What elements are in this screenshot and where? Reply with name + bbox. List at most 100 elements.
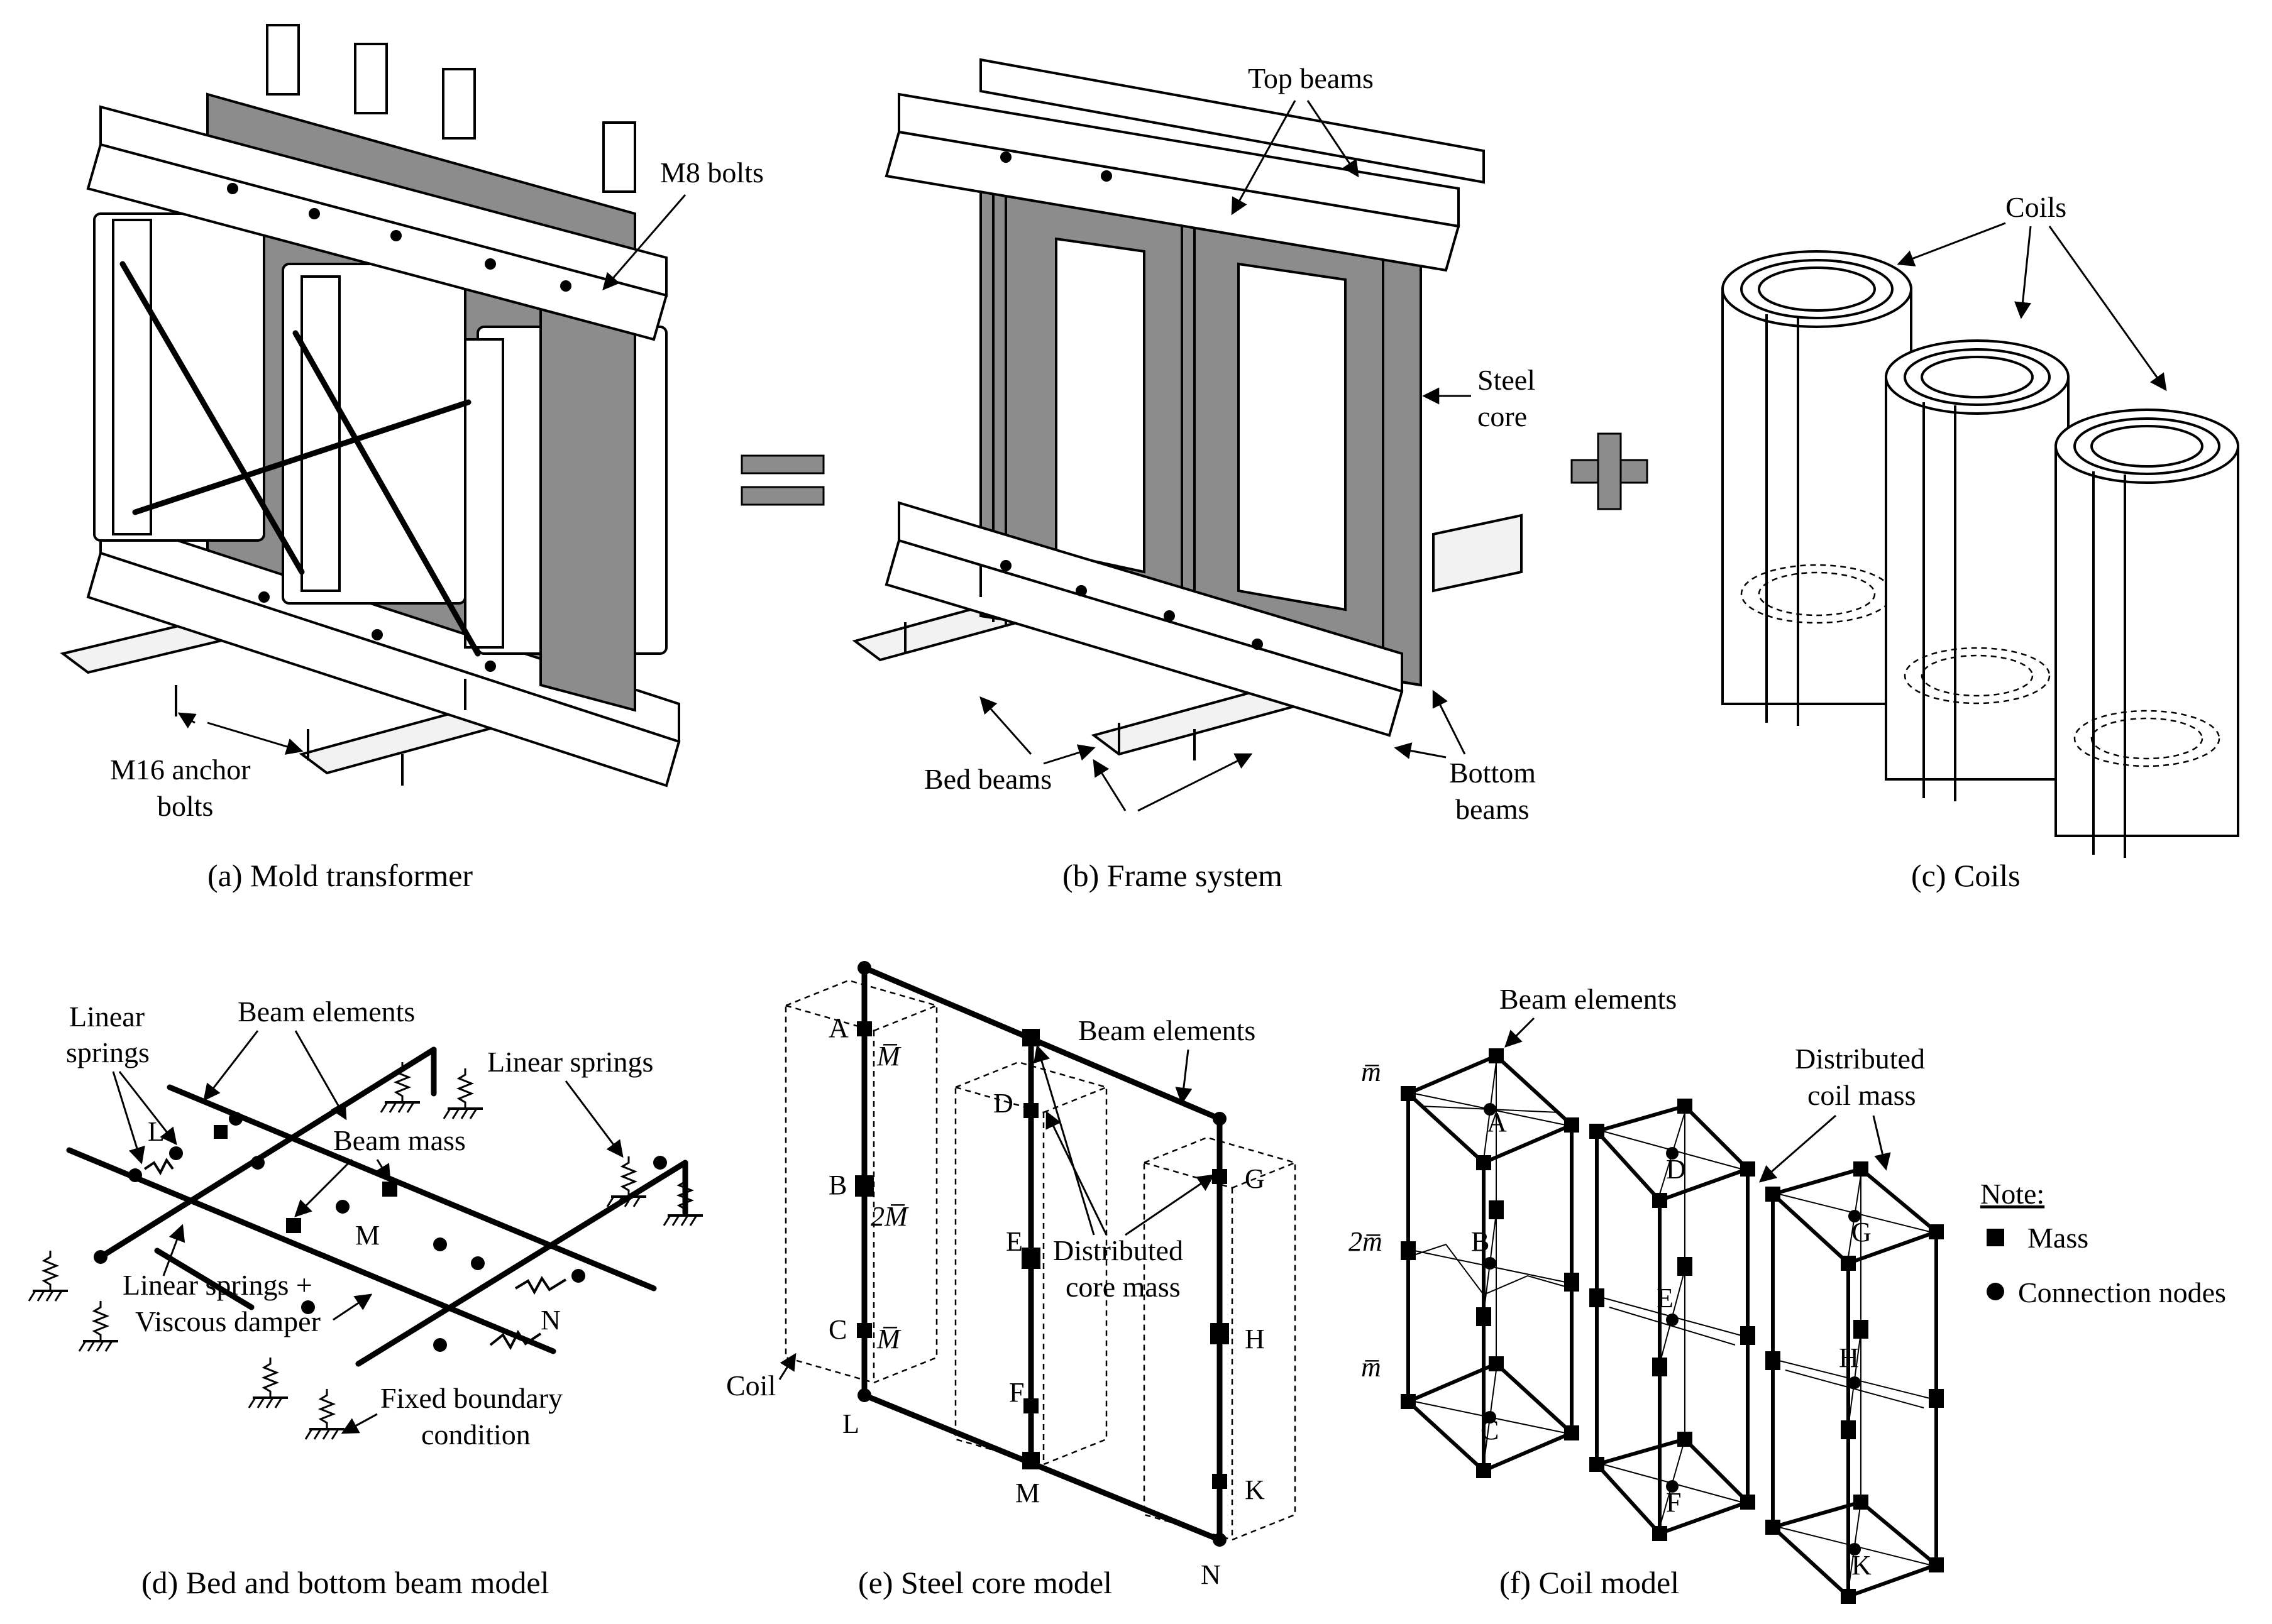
arrow-e-distributed-2 <box>1045 1111 1108 1236</box>
node-e-B: B <box>829 1170 847 1200</box>
label-d-linear-springs-right: Linear springs <box>487 1046 653 1078</box>
arrow-d-beam-mass-1 <box>294 1158 353 1217</box>
arrow-d-beam-elements-2 <box>294 1030 347 1121</box>
node-e-H: H <box>1245 1324 1265 1354</box>
label-d-linear-springs-left-1: Linear <box>69 1001 145 1033</box>
arrow-anchor-bolts-2 <box>207 721 304 755</box>
node-e-L: L <box>842 1408 859 1439</box>
node-d-L: L <box>148 1116 165 1147</box>
label-e-beam-elements: Beam elements <box>1078 1014 1255 1046</box>
mass-e-mid: 2M̅ <box>871 1201 909 1232</box>
arrow-coils-2 <box>2014 226 2032 319</box>
node-f-C: C <box>1481 1415 1499 1446</box>
label-d-springs-damper-1: Linear springs + <box>123 1269 312 1301</box>
node-d-M: M <box>355 1220 380 1251</box>
caption-f: (f) Coil model <box>1499 1565 1679 1600</box>
node-e-F: F <box>1009 1377 1024 1408</box>
node-d-N: N <box>541 1305 561 1336</box>
arrow-e-coil <box>778 1352 797 1380</box>
arrow-d-beam-elements-1 <box>203 1030 259 1102</box>
label-f-distributed-1: Distributed <box>1795 1043 1925 1075</box>
mass-f-mid: 2m̅ <box>1348 1226 1382 1257</box>
node-f-H: H <box>1839 1342 1859 1373</box>
mass-f-top: m̅ <box>1361 1056 1381 1087</box>
arrow-top-beams-1 <box>1231 100 1296 216</box>
node-e-G: G <box>1245 1163 1265 1194</box>
arrow-f-distributed-2 <box>1872 1115 1891 1171</box>
mass-e-top: M̅ <box>876 1041 902 1072</box>
panel-f-coil-model <box>1401 1048 1944 1604</box>
arrow-top-beams-2 <box>1306 100 1359 178</box>
node-e-C: C <box>829 1314 847 1345</box>
arrow-coils-3 <box>2048 226 2167 392</box>
arrow-d-beam-mass-2 <box>374 1159 391 1182</box>
label-bottom-beams-line2: beams <box>1455 793 1530 825</box>
arrow-coils-1 <box>1897 222 2006 266</box>
arrow-e-distributed-3 <box>1125 1174 1215 1236</box>
node-f-E: E <box>1657 1283 1674 1314</box>
equals-sign <box>741 454 825 506</box>
arrow-d-springs-damper-1 <box>162 1224 185 1276</box>
label-f-beam-elements: Beam elements <box>1499 983 1677 1015</box>
label-e-coil: Coil <box>726 1369 776 1402</box>
label-d-beam-elements: Beam elements <box>238 996 415 1028</box>
node-e-D: D <box>993 1088 1013 1119</box>
mass-e-bot: M̅ <box>876 1324 902 1354</box>
label-steel-core-line1: Steel <box>1477 364 1535 396</box>
node-f-G: G <box>1851 1217 1872 1248</box>
arrow-f-distributed-1 <box>1758 1114 1836 1183</box>
caption-b: (b) Frame system <box>1062 858 1282 893</box>
label-d-beam-mass: Beam mass <box>333 1124 466 1156</box>
label-d-linear-springs-left-2: springs <box>66 1036 150 1068</box>
arrow-d-linear-springs-right <box>565 1080 624 1158</box>
plus-sign <box>1570 432 1648 510</box>
arrow-bed-beams-4 <box>1137 753 1253 812</box>
node-f-A: A <box>1487 1107 1507 1138</box>
label-top-beams: Top beams <box>1248 62 1374 94</box>
panel-e-core-model <box>785 961 1296 1547</box>
label-d-fixed-boundary-2: condition <box>421 1418 531 1451</box>
legend-title: Note: <box>1980 1178 2044 1210</box>
node-e-K: K <box>1245 1474 1265 1505</box>
panel-c-coils <box>1721 250 2239 858</box>
node-f-D: D <box>1666 1154 1686 1185</box>
label-d-fixed-boundary-1: Fixed boundary <box>380 1382 563 1414</box>
arrow-d-linear-springs-left-1 <box>112 1071 145 1165</box>
arrow-bed-beams-2 <box>1043 744 1096 765</box>
node-f-B: B <box>1471 1226 1489 1257</box>
arrow-e-beam-elements <box>1175 1049 1193 1105</box>
arrow-anchor-bolts-1 <box>177 712 197 729</box>
legend-connection-label: Connection nodes <box>2018 1276 2226 1309</box>
label-m16-anchor-bolts-line1: M16 anchor <box>110 754 251 786</box>
label-steel-core-line2: core <box>1477 400 1527 432</box>
label-bottom-beams-line1: Bottom <box>1449 757 1536 789</box>
node-e-E: E <box>1006 1226 1023 1257</box>
label-m8-bolts: M8 bolts <box>660 156 764 189</box>
node-e-M: M <box>1015 1478 1040 1508</box>
legend-mass-icon <box>1987 1229 2004 1246</box>
node-e-N: N <box>1201 1559 1221 1590</box>
arrow-f-beam-elements <box>1504 1017 1535 1048</box>
arrow-e-distributed-1 <box>1034 1045 1095 1236</box>
arrow-bed-beams-1 <box>979 696 1032 755</box>
caption-d: (d) Bed and bottom beam model <box>141 1565 549 1600</box>
arrow-d-linear-springs-left-2 <box>118 1071 177 1146</box>
label-bed-beams: Bed beams <box>924 763 1052 795</box>
legend-connection-icon <box>1987 1283 2004 1300</box>
arrow-m8-bolts <box>602 194 687 291</box>
arrow-d-springs-damper-2 <box>333 1293 373 1321</box>
caption-a: (a) Mold transformer <box>207 858 473 893</box>
panel-d-beam-model <box>28 1046 704 1440</box>
label-coils: Coils <box>2005 191 2066 223</box>
arrow-bottom-beams-1 <box>1432 689 1466 755</box>
arrow-d-fixed-boundary <box>341 1413 378 1434</box>
panel-b-frame-system <box>852 58 1523 760</box>
arrow-bed-beams-3 <box>1093 759 1127 811</box>
node-f-K: K <box>1851 1550 1872 1581</box>
label-e-distributed-2: core mass <box>1066 1271 1181 1303</box>
arrow-bottom-beams-2 <box>1394 742 1447 759</box>
label-e-distributed-1: Distributed <box>1053 1234 1183 1266</box>
node-f-F: F <box>1666 1487 1681 1518</box>
label-d-springs-damper-2: Viscous damper <box>135 1305 321 1337</box>
